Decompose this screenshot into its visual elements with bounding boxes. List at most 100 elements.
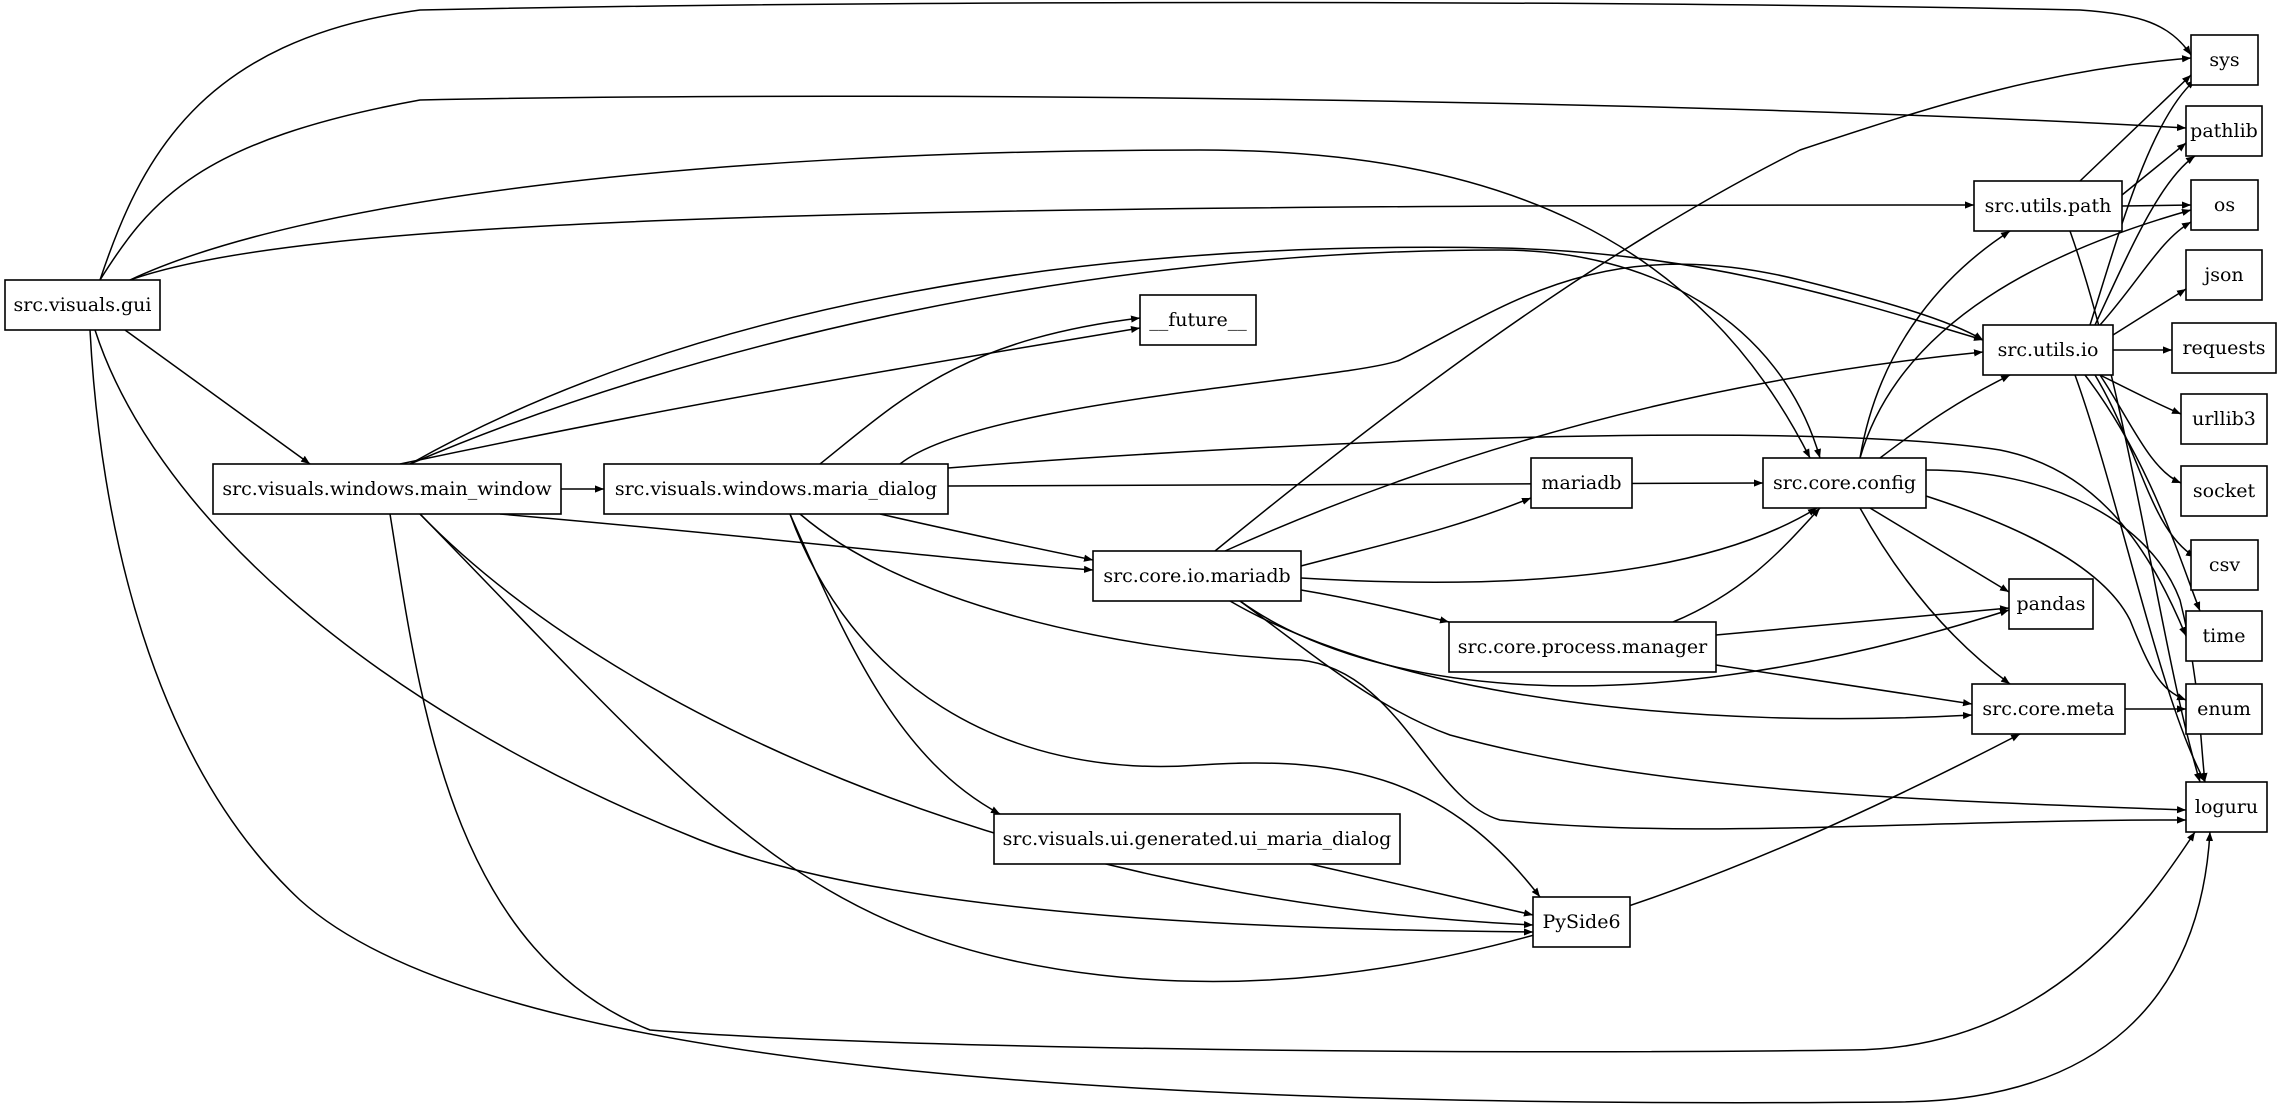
node-label-socket: socket (2193, 480, 2256, 502)
node-pyside6: PySide6 (1532, 896, 1631, 948)
node-label-utils-io: src.utils.io (1998, 339, 2099, 361)
node-label-time: time (2203, 625, 2246, 647)
edge-utils-io-to-json (2112, 288, 2187, 336)
edge-utils-io-to-sys (2089, 79, 2196, 326)
node-label-meta: src.core.meta (1982, 698, 2114, 720)
edge-ui-maria-dialog-to-pyside6 (1309, 863, 1534, 917)
node-gui: src.visuals.gui (4, 279, 161, 331)
edge-maria-dialog-to-utils-io (899, 263, 1984, 465)
edge-utils-io-to-urllib3 (2099, 374, 2182, 415)
node-os: os (2190, 179, 2259, 231)
edge-main-window-to-core-io-mariadb (499, 513, 1094, 573)
node-label-pyside6: PySide6 (1542, 911, 1620, 933)
node-label-pandas: pandas (2017, 593, 2086, 615)
edge-config-to-pandas (1869, 507, 2010, 593)
edge-utils-path-to-pathlib (2121, 142, 2187, 196)
node-maria-dialog: src.visuals.windows.maria_dialog (603, 463, 949, 515)
edge-core-io-mariadb-to-sys (1214, 55, 2192, 552)
node-enum: enum (2185, 683, 2263, 735)
node-label-config: src.core.config (1773, 472, 1916, 494)
node-label-loguru: loguru (2195, 796, 2258, 818)
edge-config-to-utils-path (1859, 230, 2011, 459)
edge-main-window-to-pyside6 (419, 513, 1534, 929)
edge-utils-path-to-sys (2079, 74, 2192, 182)
edge-maria-dialog-to-config (947, 479, 1764, 487)
edge-main-window-to-loguru (389, 513, 2196, 1053)
edge-config-to-os (1859, 208, 2192, 459)
edge-maria-dialog-to-future (819, 315, 1141, 465)
node-label-ui-maria-dialog: src.visuals.ui.generated.ui_maria_dialog (1003, 828, 1392, 850)
edge-main-window-to-utils-io (409, 246, 1984, 465)
node-future: __future__ (1139, 294, 1257, 346)
node-main-window: src.visuals.windows.main_window (212, 463, 562, 515)
node-label-future: __future__ (1149, 309, 1247, 331)
node-ui-maria-dialog: src.visuals.ui.generated.ui_maria_dialog (993, 813, 1401, 865)
edges-layer (89, 1, 2214, 1104)
node-meta: src.core.meta (1971, 683, 2126, 735)
edge-maria-dialog-to-loguru (799, 513, 2187, 830)
nodes-layer: src.visuals.gui src.visuals.windows.main… (4, 34, 2277, 948)
node-utils-io: src.utils.io (1982, 324, 2114, 376)
edge-utils-path-to-loguru (2069, 230, 2201, 783)
node-urllib3: urllib3 (2180, 393, 2268, 445)
node-time: time (2185, 610, 2263, 662)
node-label-os: os (2214, 194, 2235, 216)
node-label-enum: enum (2197, 698, 2251, 720)
node-label-csv: csv (2209, 554, 2240, 576)
node-json: json (2185, 249, 2263, 301)
edge-gui-to-pathlib (99, 95, 2187, 281)
edge-gui-to-sys (99, 1, 2192, 281)
edge-process-manager-to-meta (1715, 664, 1973, 707)
edge-maria-dialog-to-core-io-mariadb (879, 513, 1094, 562)
edge-gui-to-main-window (124, 329, 311, 465)
node-config: src.core.config (1762, 457, 1927, 509)
node-pandas: pandas (2008, 578, 2094, 630)
node-label-pathlib: pathlib (2190, 120, 2258, 142)
node-core-io-mariadb: src.core.io.mariadb (1092, 550, 1302, 602)
edge-utils-io-to-os (2099, 221, 2192, 326)
node-label-core-io-mariadb: src.core.io.mariadb (1103, 565, 1290, 587)
edge-utils-io-to-csv (2094, 374, 2196, 558)
node-utils-path: src.utils.path (1973, 180, 2123, 232)
edge-gui-to-pyside6 (94, 329, 1534, 936)
edge-core-io-mariadb-to-utils-io (1224, 349, 1984, 552)
node-pathlib: pathlib (2185, 105, 2263, 157)
edge-gui-to-config (129, 149, 1811, 459)
edge-gui-to-loguru (89, 329, 2214, 1104)
edge-core-io-mariadb-to-config (1300, 507, 1818, 584)
node-label-requests: requests (2182, 337, 2265, 359)
edge-config-to-enum (1925, 495, 2187, 701)
edge-utils-io-to-loguru (2074, 374, 2206, 783)
node-socket: socket (2180, 465, 2268, 517)
node-loguru: loguru (2185, 781, 2268, 833)
node-mariadb: mariadb (1530, 457, 1633, 509)
node-requests: requests (2171, 322, 2277, 374)
edge-main-window-to-future (399, 325, 1141, 465)
edge-process-manager-to-pandas (1715, 605, 2010, 636)
edge-config-to-utils-io (1879, 374, 2011, 459)
node-label-process-manager: src.core.process.manager (1458, 636, 1708, 658)
node-label-gui: src.visuals.gui (14, 294, 152, 316)
node-label-maria-dialog: src.visuals.windows.maria_dialog (615, 478, 937, 500)
edge-maria-dialog-to-pyside6 (789, 513, 1541, 898)
node-label-utils-path: src.utils.path (1985, 195, 2112, 217)
node-sys: sys (2190, 34, 2259, 86)
edge-utils-io-to-socket (2099, 374, 2182, 484)
edge-utils-path-to-os (2121, 201, 2192, 209)
node-label-main-window: src.visuals.windows.main_window (222, 478, 552, 500)
edge-utils-io-to-pathlib (2094, 155, 2196, 326)
node-csv: csv (2190, 539, 2259, 591)
node-label-json: json (2202, 264, 2243, 286)
node-label-sys: sys (2209, 49, 2239, 71)
edge-main-window-to-config (409, 249, 1821, 465)
edge-main-window-to-meta (419, 513, 2021, 983)
edge-core-io-mariadb-to-mariadb (1300, 497, 1532, 567)
edge-core-io-mariadb-to-process-manager (1300, 589, 1450, 624)
edge-config-to-meta (1859, 507, 2011, 685)
edge-process-manager-to-config (1672, 507, 1821, 623)
edge-core-io-mariadb-to-meta (1229, 600, 1973, 720)
edge-core-io-mariadb-to-loguru (1239, 600, 2187, 814)
node-label-mariadb: mariadb (1541, 472, 1621, 494)
node-process-manager: src.core.process.manager (1448, 621, 1717, 673)
